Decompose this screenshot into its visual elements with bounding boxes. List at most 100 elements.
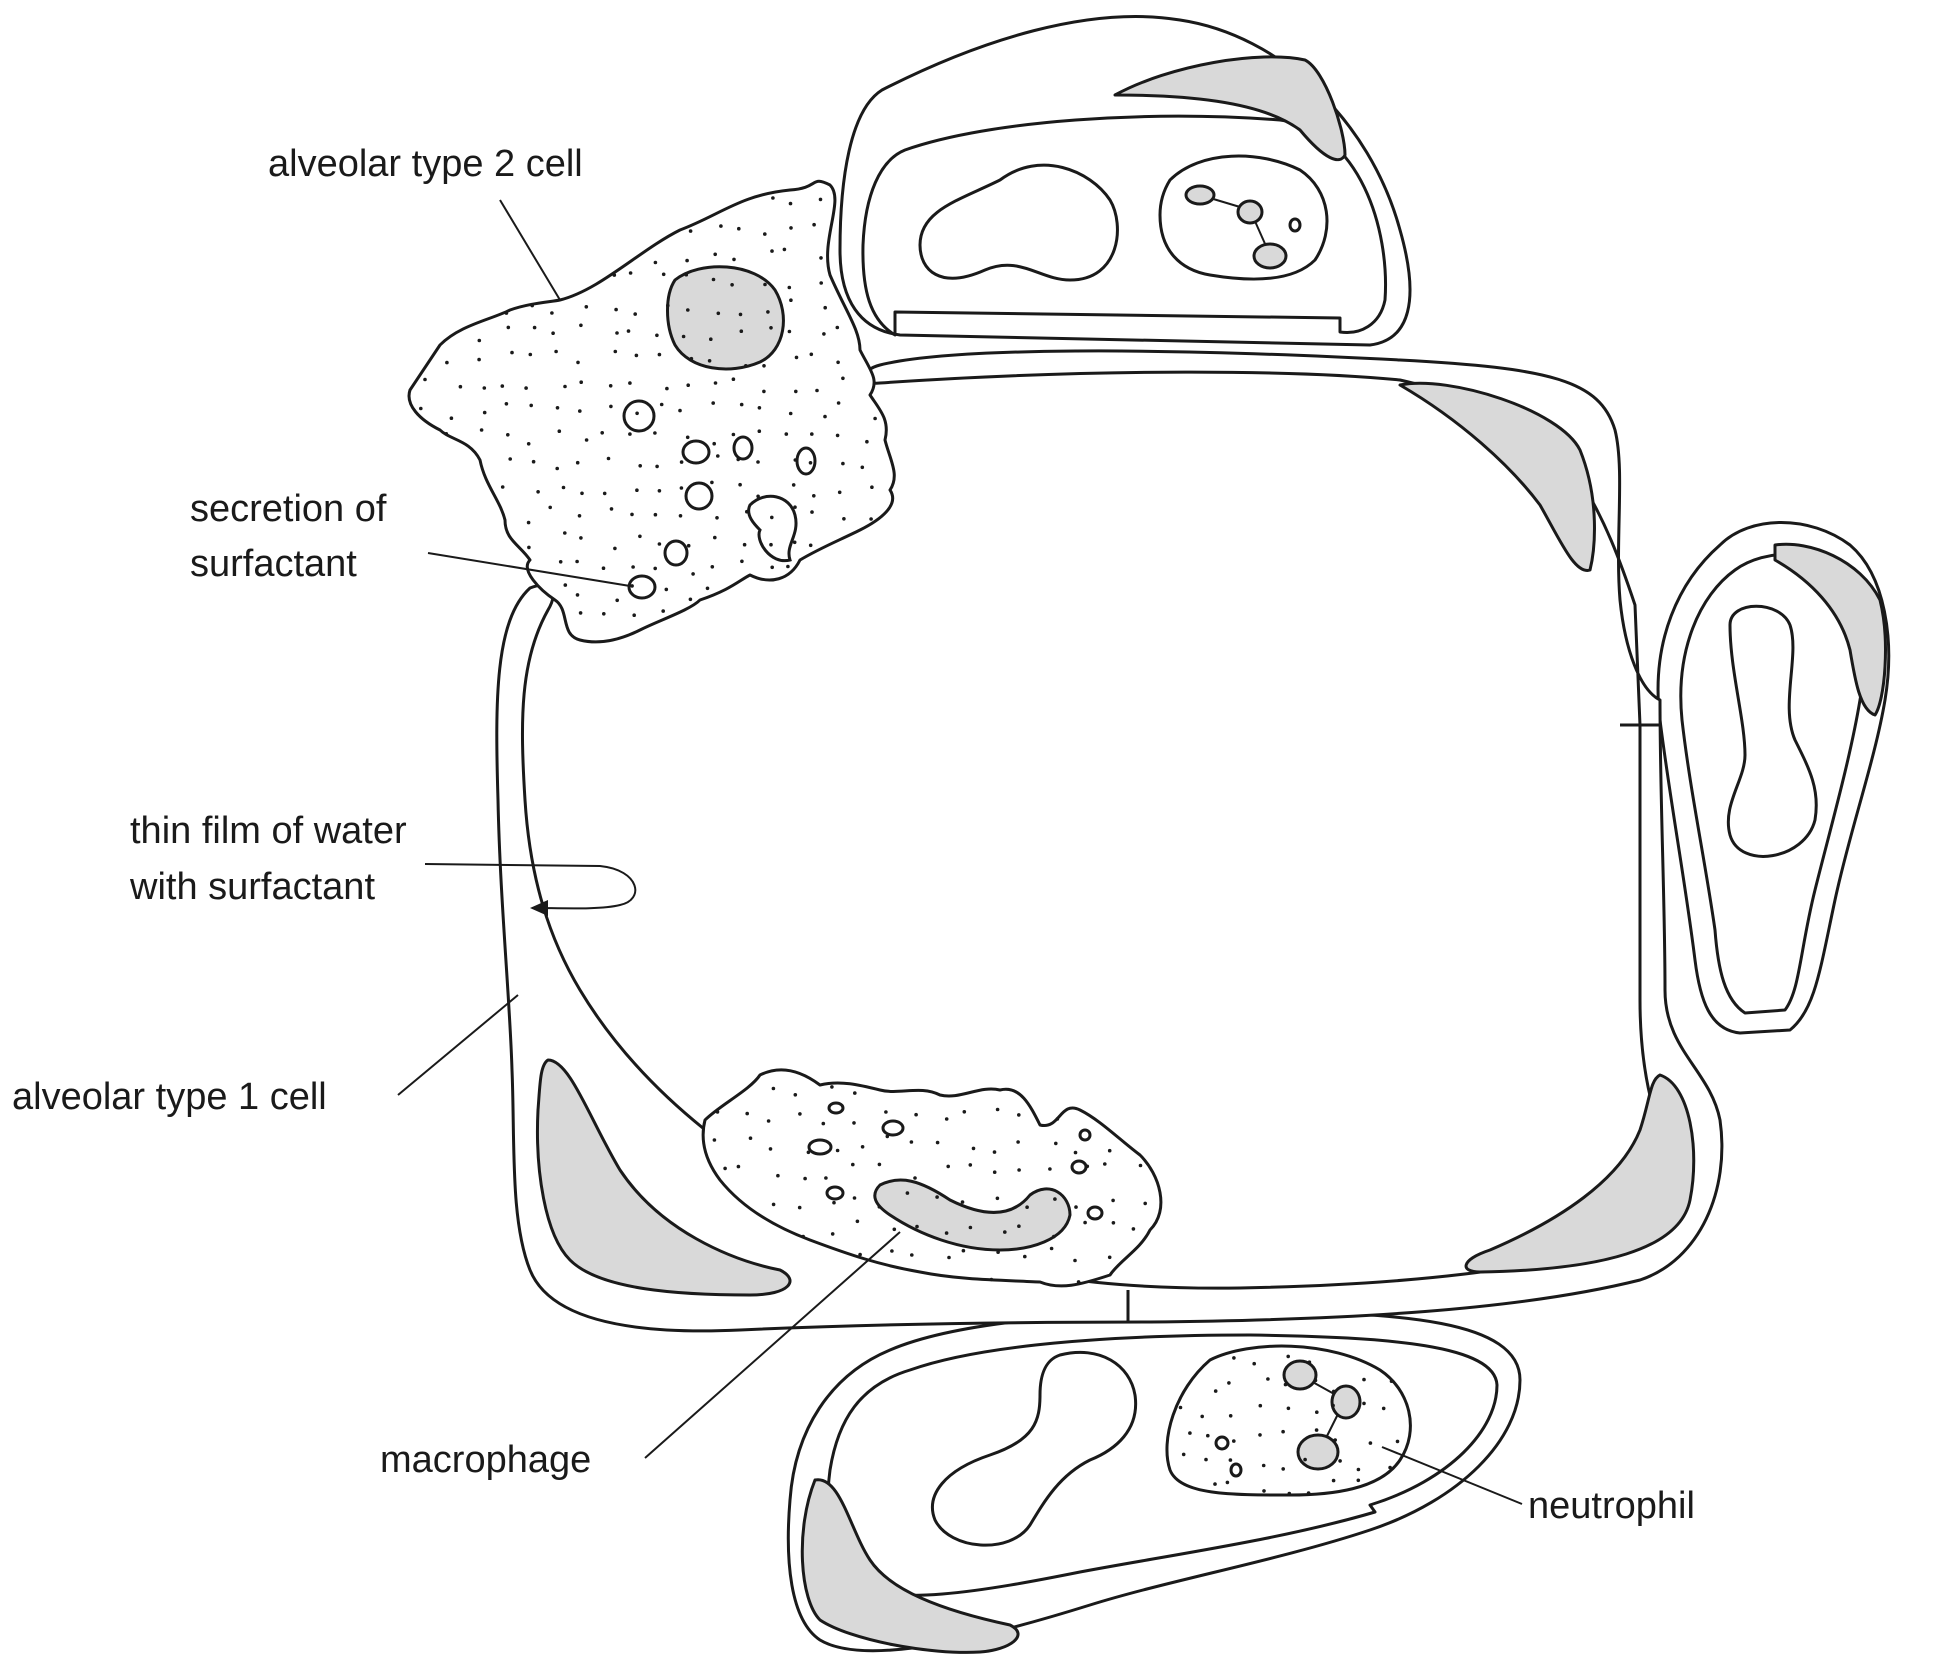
stipple-dot [787,285,792,290]
label-water-line2: with surfactant [129,866,375,908]
stipple-dot [784,432,789,436]
stipple-dot [806,1150,811,1155]
stipple-dot [657,542,662,546]
stipple-dot [842,517,846,521]
stipple-dot [766,1119,771,1123]
stipple-dot [631,565,635,569]
stipple-dot [748,1136,753,1140]
stipple-dot [841,461,845,466]
leader-water [424,863,637,910]
stipple-dot [500,485,505,489]
stipple-dot [766,310,770,314]
stipple-dot [855,1219,860,1224]
stipple-dot [1232,1356,1236,1360]
macrophage [701,1068,1163,1288]
stipple-dot [1143,1201,1147,1206]
stipple-dot [756,460,760,464]
label-type2-cell: alveolar type 2 cell [268,143,583,185]
stipple-dot [787,329,792,334]
stipple-dot [968,1225,973,1230]
stipple-dot [818,197,823,202]
stipple-dot [678,408,682,413]
macrophage-stippling [712,1085,1147,1284]
stipple-dot [770,249,774,253]
stipple-dot [770,515,774,520]
leader-water-arrowhead [530,900,548,916]
stipple-dot [890,1249,894,1253]
stipple-dot [915,1224,919,1229]
stipple-dot [757,429,762,434]
stipple-dot [554,349,558,354]
stipple-dot [1204,1457,1208,1462]
stipple-dot [745,509,749,514]
stipple-dot [762,364,766,368]
stipple-dot [532,325,537,330]
stipple-dot [527,545,531,550]
type1-nucleus-lower-right [1464,1073,1696,1274]
stipple-dot [824,1176,828,1180]
stipple-dot [793,505,797,510]
stipple-dot [686,383,690,388]
stipple-dot [508,457,512,461]
stipple-dot [793,458,798,462]
stipple-dot [822,332,826,336]
stipple-dot [1313,1378,1318,1383]
stipple-dot [770,565,774,570]
stipple-dot [685,435,690,440]
stipple-dot [530,303,534,308]
stipple-dot [526,520,531,525]
stipple-dot [830,1085,834,1089]
stipple-dot [510,350,514,355]
stipple-dot [745,1111,749,1116]
stipple-dot [479,428,484,432]
stipple-dot [1331,1389,1336,1394]
stipple-dot [1003,1230,1007,1234]
label-macrophage: macrophage [380,1439,591,1481]
stipple-dot [551,331,555,336]
stipple-dot [655,464,659,469]
stipple-dot [577,514,582,518]
stipple-dot [653,512,658,517]
stipple-dot [788,411,793,416]
stipple-dot [1388,1465,1392,1470]
stipple-dot [609,404,613,409]
stipple-dot [684,272,689,277]
type2-nucleus [666,265,785,371]
stipple-dot [738,312,743,317]
stipple-dot [792,540,797,545]
stipple-dot [579,536,583,540]
stipple-dot [738,482,742,487]
stipple-dot [1281,1429,1285,1434]
stipple-dot [576,360,580,365]
leader-type1 [397,994,519,1096]
stipple-dot [836,401,841,405]
stipple-dot [630,512,634,517]
stipple-dot [788,201,793,206]
endothelial-nucleus-bottom [800,1478,1020,1654]
stipple-dot [614,307,618,312]
stipple-dot [961,1248,966,1253]
stipple-dot [715,1110,720,1114]
stipple-dot [762,389,766,394]
stipple-dot [740,559,744,564]
stipple-dot [892,1227,897,1232]
stipple-dot [555,466,559,471]
stipple-dot [653,566,657,571]
stipple-dot [685,258,689,263]
stipple-dot [689,356,694,361]
stipple-dot [1178,1405,1183,1410]
stipple-dot [1016,1140,1020,1144]
stipple-dot [719,224,723,228]
stipple-dot [1262,1489,1266,1493]
stipple-dot [1188,1431,1192,1435]
stipple-dot [678,514,683,518]
stipple-dot [1017,1168,1021,1172]
stipple-dot [579,380,583,385]
stipple-dot [763,282,767,287]
stipple-dot [819,281,823,285]
stipple-dot [1303,1457,1307,1462]
stipple-dot [661,272,666,277]
stipple-dot [971,1146,976,1151]
stipple-dot [482,410,487,415]
neutrophil-top [1158,154,1329,281]
